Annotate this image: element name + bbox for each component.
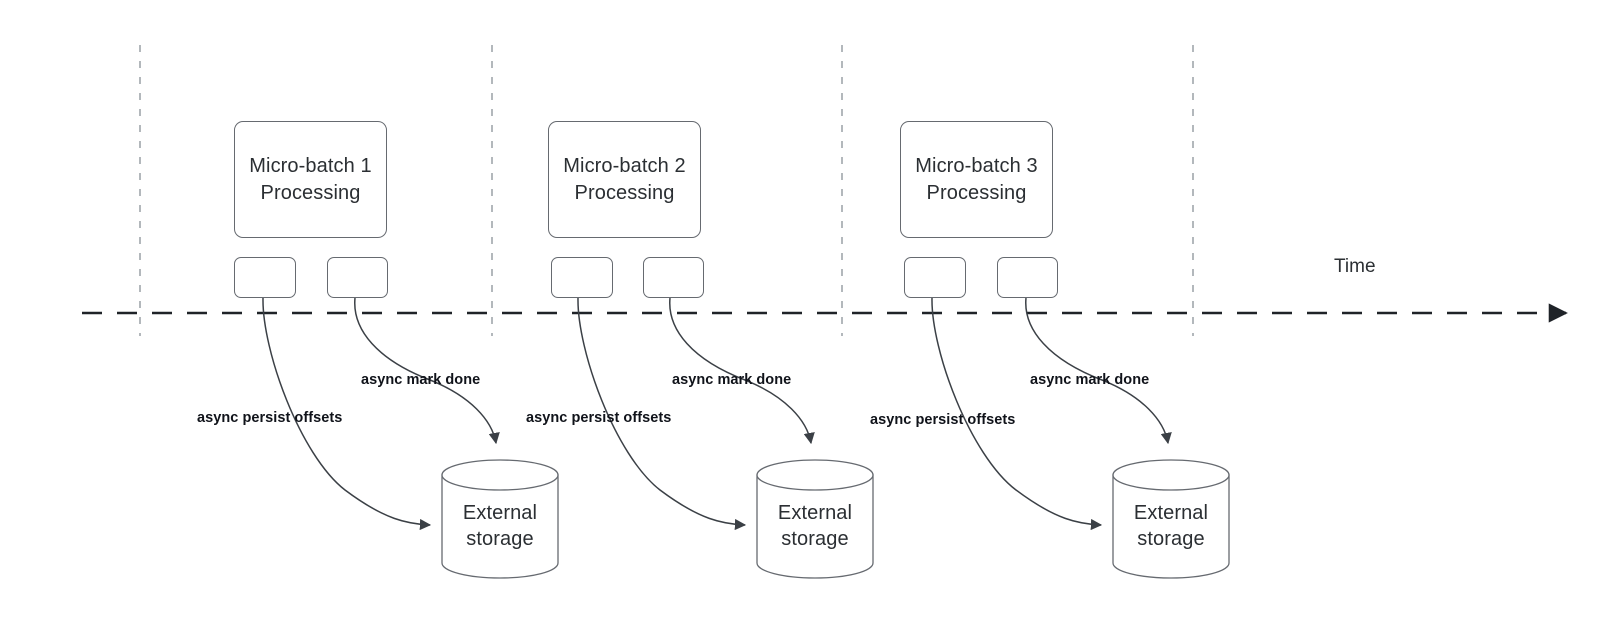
micro-batch-label-line1-3: Micro-batch 3 [915, 155, 1038, 178]
persist-offsets-task-2[interactable] [551, 257, 613, 298]
external-storage-label-line2-2: storage [781, 528, 849, 550]
async-mark-done-label-1: async mark done [361, 372, 481, 388]
external-storage-label-line1-2: External [777, 502, 853, 524]
micro-batch-box-3[interactable]: Micro-batch 3 Processing [900, 121, 1053, 238]
async-persist-offsets-label-1: async persist offsets [197, 410, 343, 426]
external-storage-label-line1-1: External [462, 502, 538, 524]
micro-batch-box-label-2: Micro-batch 2 Processing [563, 153, 685, 206]
micro-batch-box-label-1: Micro-batch 1 Processing [249, 153, 371, 206]
async-mark-done-label-2: async mark done [672, 372, 792, 388]
micro-batch-box-1[interactable]: Micro-batch 1 Processing [234, 121, 387, 238]
time-axis-label: Time [1334, 256, 1376, 277]
external-storage-label-1: External storage [442, 500, 558, 552]
mark-done-edge-2 [669, 297, 815, 445]
mark-done-edge-3 [1025, 297, 1172, 445]
cylinder-body-3 [1112, 474, 1230, 579]
cylinder-top-3 [1112, 459, 1230, 491]
micro-batch-label-line1-1: Micro-batch 1 [249, 155, 372, 178]
async-mark-done-label-3: async mark done [1030, 372, 1150, 388]
external-storage-cylinder-3 [1112, 459, 1230, 579]
external-storage-label-line2-1: storage [466, 528, 534, 550]
persist-offsets-edge-2 [577, 297, 747, 531]
cylinder-body-1 [441, 474, 559, 579]
mark-done-task-1[interactable] [327, 257, 388, 298]
external-storage-label-2: External storage [757, 500, 873, 552]
micro-batch-label-line1-2: Micro-batch 2 [563, 155, 686, 178]
mark-done-task-2[interactable] [643, 257, 704, 298]
cylinder-top-2 [756, 459, 874, 491]
micro-batch-label-line2-3: Processing [926, 181, 1027, 204]
micro-batch-label-line2-2: Processing [574, 181, 675, 204]
micro-batch-box-label-3: Micro-batch 3 Processing [915, 153, 1037, 206]
persist-offsets-task-1[interactable] [234, 257, 296, 298]
external-storage-label-line1-3: External [1133, 502, 1209, 524]
micro-batch-box-2[interactable]: Micro-batch 2 Processing [548, 121, 701, 238]
persist-offsets-task-3[interactable] [904, 257, 966, 298]
persist-offsets-edge-1 [262, 297, 432, 531]
micro-batch-label-line2-1: Processing [260, 181, 361, 204]
mark-done-edge-1 [354, 297, 500, 445]
persist-offsets-edge-3 [931, 297, 1103, 531]
cylinder-top-1 [441, 459, 559, 491]
external-storage-cylinder-2 [756, 459, 874, 579]
mark-done-task-3[interactable] [997, 257, 1058, 298]
cylinder-body-2 [756, 474, 874, 579]
async-persist-offsets-label-2: async persist offsets [526, 410, 672, 426]
async-persist-offsets-label-3: async persist offsets [870, 412, 1016, 428]
external-storage-cylinder-1 [441, 459, 559, 579]
external-storage-label-3: External storage [1113, 500, 1229, 552]
external-storage-label-line2-3: storage [1137, 528, 1205, 550]
